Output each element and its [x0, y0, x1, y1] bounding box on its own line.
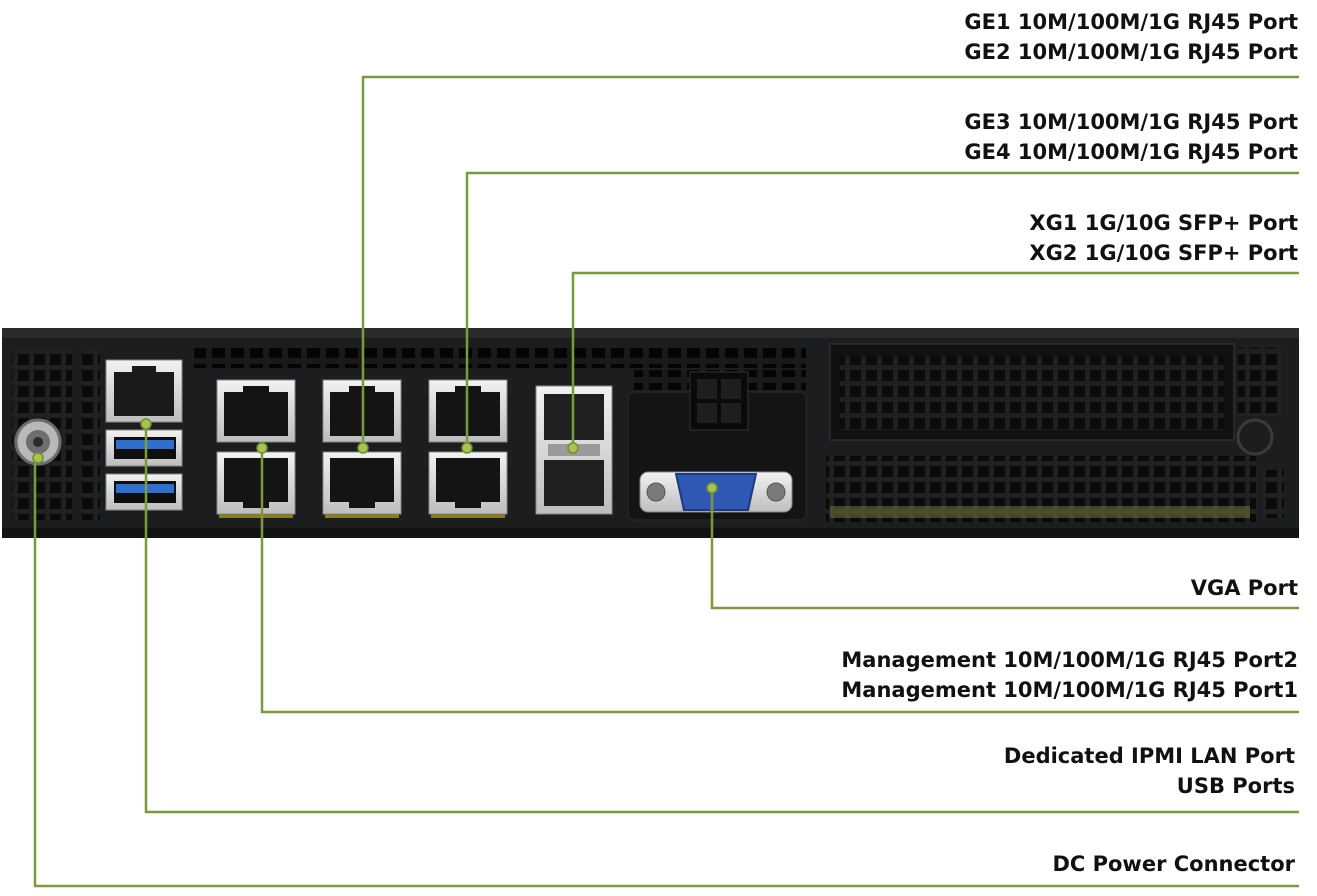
leader-line-ge1-ge2 — [361, 75, 1299, 448]
label-dc-power: DC Power Connector — [1052, 852, 1295, 876]
leader-line-vga — [710, 488, 1299, 610]
label-ge1: GE1 10M/100M/1G RJ45 Port — [964, 10, 1298, 34]
ge1-ge2-ports — [322, 379, 402, 518]
leader-line-management — [260, 448, 1299, 714]
callout-dot-ge1-ge2 — [357, 442, 369, 454]
label-ge4: GE4 10M/100M/1G RJ45 Port — [964, 140, 1298, 164]
callout-dot-vga — [706, 482, 718, 494]
label-management-port1: Management 10M/100M/1G RJ45 Port1 — [841, 678, 1298, 702]
label-ge2: GE2 10M/100M/1G RJ45 Port — [964, 40, 1298, 64]
management-ports — [216, 379, 296, 518]
callout-dot-ipmi-usb — [140, 418, 152, 430]
label-xg2: XG2 1G/10G SFP+ Port — [1029, 241, 1298, 265]
ge3-ge4-ports — [428, 379, 508, 518]
leader-line-xg — [571, 271, 1299, 448]
label-xg1: XG1 1G/10G SFP+ Port — [1029, 211, 1298, 235]
leader-line-ge3-ge4 — [465, 171, 1299, 448]
leader-line-ipmi-usb — [144, 424, 1299, 814]
callout-dot-ge3-ge4 — [461, 442, 473, 454]
label-vga: VGA Port — [1190, 576, 1298, 600]
callout-dot-xg — [567, 442, 579, 454]
leader-line-dc-power — [33, 458, 1299, 888]
label-ge3: GE3 10M/100M/1G RJ45 Port — [964, 110, 1298, 134]
callout-dot-dc-power — [32, 452, 44, 464]
callout-dot-management — [256, 442, 268, 454]
label-usb: USB Ports — [1176, 774, 1295, 798]
label-ipmi: Dedicated IPMI LAN Port — [1003, 744, 1295, 768]
ipmi-port — [105, 359, 183, 423]
label-management-port2: Management 10M/100M/1G RJ45 Port2 — [841, 648, 1298, 672]
